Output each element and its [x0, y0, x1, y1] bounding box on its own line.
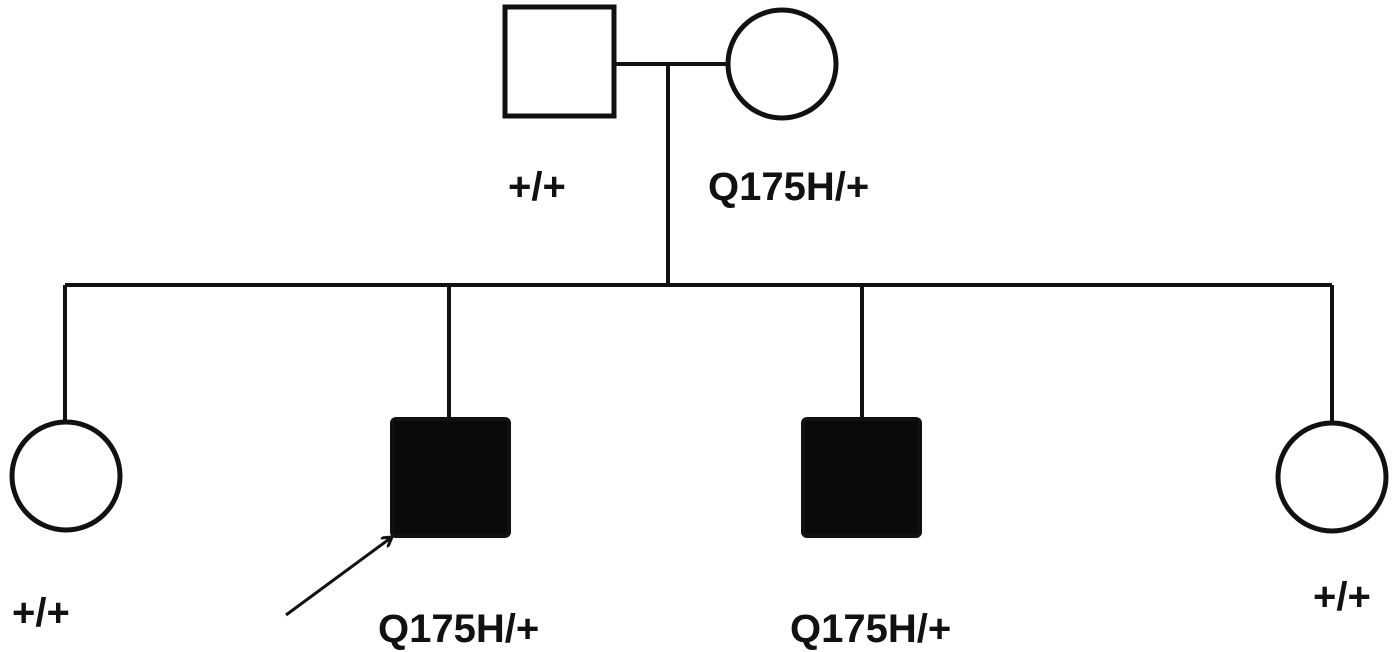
child-4-genotype: +/+: [1313, 575, 1371, 619]
father-male-symbol: [502, 4, 617, 119]
proband-arrow-icon: [285, 537, 392, 617]
child-4-female-symbol: [1275, 420, 1389, 534]
father-genotype: +/+: [508, 165, 566, 209]
child-1-genotype: +/+: [12, 591, 70, 635]
child-1-female-symbol: [9, 419, 123, 533]
child-3-affected-male-symbol: [801, 417, 922, 538]
mother-female-symbol: [725, 7, 839, 121]
child-2-genotype: Q175H/+: [378, 607, 539, 651]
child-2-affected-male-symbol: [390, 417, 511, 538]
child-3-genotype: Q175H/+: [790, 607, 951, 651]
mother-genotype: Q175H/+: [708, 165, 869, 209]
